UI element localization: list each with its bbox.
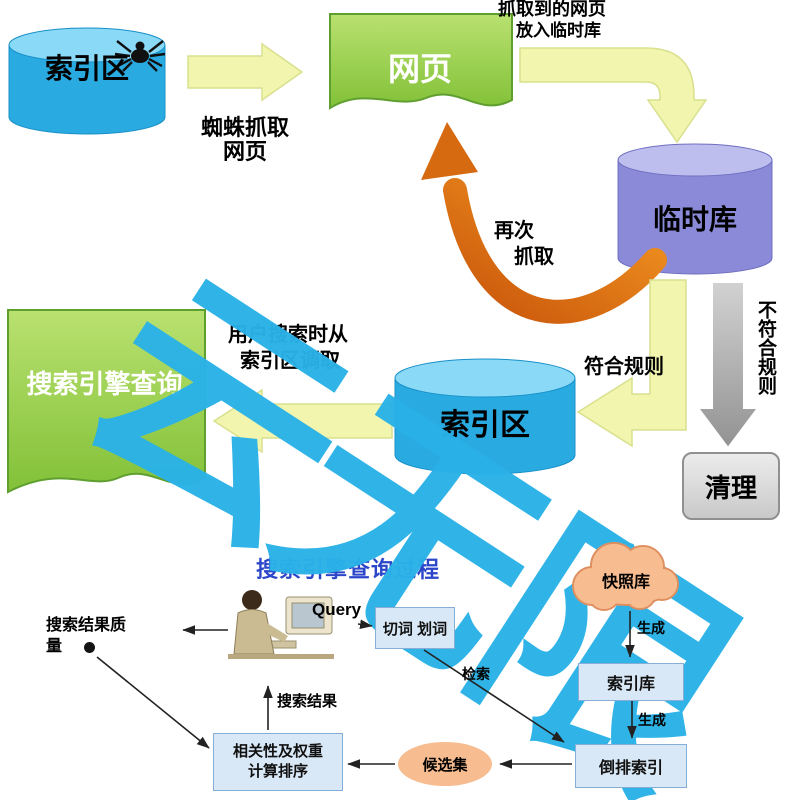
arrow-recrawl-swoosh: [421, 122, 667, 324]
recrawl-label-line1: 再次: [494, 220, 534, 242]
query-doc-label: 搜索引擎查询: [26, 369, 183, 399]
ranking-label-line1: 相关性及权重: [232, 742, 323, 760]
source-db-label: 索引区: [44, 53, 129, 84]
person-at-computer-illustration: [228, 590, 334, 659]
inverted-index-label: 倒排索引: [598, 760, 663, 777]
clean-label: 清理: [704, 472, 757, 503]
inverted-index-box: 倒排索引: [575, 744, 687, 788]
webpage-document: [329, 13, 513, 110]
search-result-label: 搜索结果: [277, 693, 338, 710]
segment-box: 切词 划词: [375, 607, 455, 649]
arrow-query-to-segment: [357, 619, 373, 630]
to-temp-label-line1: 抓取到的网页: [498, 0, 606, 19]
to-temp-label-line2: 放入临时库: [516, 21, 601, 40]
candidate-set-ellipse: 候选集: [398, 742, 492, 786]
arrow-tempdb-to-indexdb: [576, 279, 687, 448]
segment-box-label: 切词 划词: [382, 620, 448, 638]
ranking-box: 相关性及权重 计算排序: [213, 733, 343, 791]
index-lib-label: 索引库: [606, 676, 655, 693]
recrawl-label-line2: 抓取: [514, 246, 554, 268]
index-lib-box: 索引库: [578, 663, 684, 701]
snapshot-cloud-label: 快照库: [601, 574, 650, 591]
bottom-flow-title: 搜索引擎查询过程: [256, 557, 441, 582]
spider-icon: [114, 40, 166, 72]
generate-label-1: 生成: [637, 620, 665, 636]
line-quality-to-rank: [96, 656, 210, 749]
clean-box: 清理: [682, 452, 780, 520]
snapshot-cloud: [572, 542, 679, 611]
fetch-label-line1: 用户搜索时从: [228, 324, 348, 346]
arrow-webpage-to-tempdb: [519, 47, 708, 144]
index-db-cylinder: [394, 358, 576, 475]
fail-rule-label: 不符合规则: [755, 300, 776, 395]
candidate-set-label: 候选集: [422, 756, 468, 774]
bullet-dot-icon: [84, 642, 95, 653]
result-quality-label: 搜索结果质量: [46, 617, 127, 655]
retrieve-label: 检索: [462, 666, 490, 682]
arrow-segment-to-inverted: [423, 649, 565, 743]
ranking-label-line2: 计算排序: [247, 763, 308, 780]
arrow-tempdb-to-clean: [696, 281, 760, 450]
webpage-label: 网页: [387, 51, 452, 87]
query-label: Query: [312, 600, 362, 619]
index-db-label: 索引区: [440, 409, 530, 442]
crawl-label-line2: 网页: [222, 139, 267, 164]
generate-label-2: 生成: [638, 712, 666, 728]
arrow-indexdb-to-querydoc: [212, 388, 393, 454]
fetch-label-line2: 索引区调取: [240, 350, 340, 372]
crawl-label-line1: 蜘蛛抓取: [200, 115, 289, 140]
query-document: [7, 309, 206, 494]
pass-rule-label: 符合规则: [584, 356, 664, 378]
temp-db-label: 临时库: [652, 204, 737, 235]
arrow-source-to-webpage: [187, 42, 304, 102]
